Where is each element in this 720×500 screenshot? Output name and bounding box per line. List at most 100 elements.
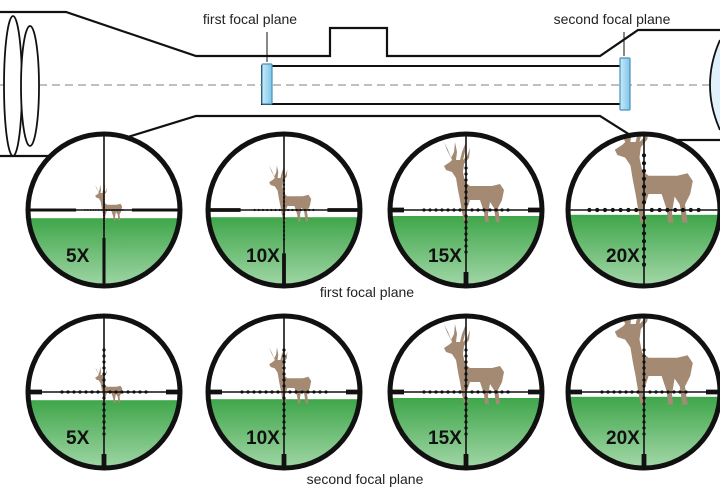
reticle-dot: [641, 246, 647, 252]
reticle-dot: [120, 390, 124, 394]
reticle-dot: [102, 366, 106, 370]
reticle-dot: [452, 208, 456, 212]
reticle-dot: [500, 208, 504, 212]
objective-lens-front: [3, 15, 23, 157]
reticle-dot: [303, 208, 307, 212]
reticle-dot: [680, 207, 686, 213]
reticle-dot: [684, 390, 688, 394]
reticle-dot: [482, 208, 486, 212]
reticle-dot: [108, 209, 111, 211]
reticle-dot: [476, 208, 480, 212]
reticle-dot: [642, 384, 646, 388]
scope-ring: [25, 313, 183, 471]
scope-view-second-15x: 15X: [387, 313, 545, 471]
reticle-dot: [103, 211, 105, 214]
reticle-dot: [102, 348, 106, 352]
reticle-dot: [282, 396, 286, 400]
reticle-dot: [100, 209, 103, 211]
reticle-dot: [636, 390, 640, 394]
objective-lens-rear: [20, 25, 40, 147]
reticle-dot: [500, 390, 504, 394]
reticle-dot: [138, 390, 142, 394]
scope-view-first-5x: 5X: [25, 131, 183, 289]
magnification-label: 10X: [246, 246, 280, 267]
scope-ring: [387, 131, 545, 289]
reticle-dot: [282, 179, 286, 182]
reticle-dot: [102, 372, 106, 376]
reticle-dot: [458, 390, 462, 394]
reticle-dot: [440, 208, 444, 212]
reticle-dot: [282, 234, 286, 237]
reticle-dot: [95, 209, 97, 211]
reticle-dot: [606, 390, 610, 394]
deer-silhouette: [614, 316, 693, 405]
deer-silhouette: [95, 366, 123, 403]
reticle-dot: [103, 225, 105, 228]
reticle-dot: [464, 384, 468, 388]
reticle-dot: [240, 390, 244, 394]
reticle-dot: [291, 208, 294, 212]
reticle-dot: [476, 390, 480, 394]
scope-view-contents: [208, 316, 360, 468]
reticle-dot: [464, 244, 468, 248]
reticle-dot: [610, 207, 615, 213]
reticle-dot: [422, 390, 426, 394]
reticle-dot: [119, 209, 122, 211]
reticle-dot: [252, 390, 256, 394]
reticle-dot: [103, 203, 105, 206]
reticle-dot: [102, 378, 106, 382]
reticle-dot: [111, 209, 113, 211]
reticle-dot: [282, 432, 286, 436]
reticle-dot: [295, 208, 298, 212]
reticle-dot: [103, 222, 105, 225]
reticle-dot: [103, 192, 105, 195]
reticle-dot: [103, 195, 105, 198]
reticle-dot: [642, 348, 646, 352]
reticle-dot: [464, 196, 468, 200]
reticle-dot: [288, 390, 292, 394]
reticle-dot: [103, 214, 105, 217]
deer-silhouette: [269, 165, 312, 222]
reticle-dot: [258, 390, 262, 394]
magnification-label: 20X: [606, 246, 640, 267]
scope-view-first-20x: 20X: [565, 131, 720, 289]
reticle-dot: [434, 208, 438, 212]
reticle-dot: [464, 250, 468, 254]
reticle-dot: [96, 390, 100, 394]
reticle-dot: [657, 207, 662, 213]
scope-view-contents: [208, 134, 360, 286]
reticle-dot: [282, 217, 286, 220]
reticle-dot: [618, 207, 623, 213]
reticle-dot: [274, 208, 277, 212]
reticle-dot: [84, 390, 88, 394]
reticle-dot: [282, 187, 286, 191]
reticle-dot: [282, 213, 286, 216]
scope-ring: [565, 313, 720, 471]
reticle-dot: [102, 402, 106, 406]
reticle-dot: [665, 207, 670, 213]
reticle-dot: [102, 396, 106, 400]
reticle: [208, 134, 360, 286]
reticle-dot: [612, 390, 616, 394]
reticle-dot: [428, 208, 432, 212]
reticle-dot: [257, 208, 260, 212]
reticle-dot: [641, 231, 647, 236]
reticle-dot: [464, 238, 468, 242]
reticle-dot: [452, 390, 456, 394]
reticle-dot: [270, 390, 274, 394]
reticle-dot: [72, 390, 76, 394]
reticle-dot: [294, 390, 298, 394]
reticle-dot: [102, 408, 106, 412]
second-focal-plane-reticle: [619, 57, 631, 111]
reticle-dot: [78, 390, 82, 394]
reticle-dot: [282, 414, 286, 418]
second-focal-plane-label: second focal plane: [554, 11, 671, 27]
first-focal-plane-label: first focal plane: [203, 11, 297, 27]
reticle-dot: [282, 196, 286, 199]
reticle-dot: [287, 208, 290, 212]
reticle-dot: [282, 204, 286, 207]
reticle-dot: [122, 209, 124, 211]
scope-view-contents: [28, 316, 180, 468]
reticle-dot: [696, 207, 701, 213]
